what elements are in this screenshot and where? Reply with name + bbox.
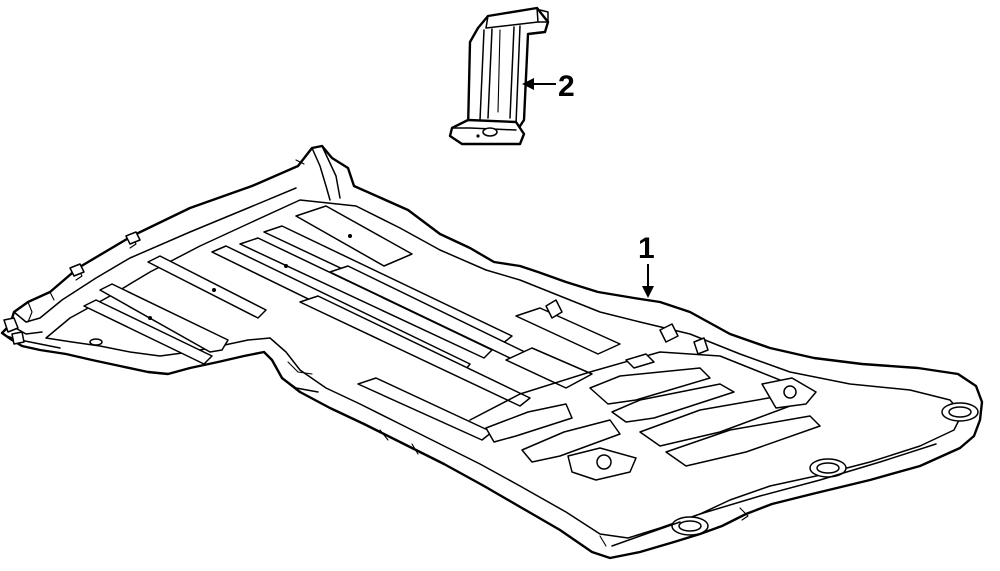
bracket-part xyxy=(448,6,550,146)
callout-2-label: 2 xyxy=(558,70,575,103)
shield-part xyxy=(0,144,984,560)
callout-1-label: 1 xyxy=(638,232,655,265)
callout-1-leader xyxy=(642,264,654,298)
callout-2-leader xyxy=(522,78,556,90)
